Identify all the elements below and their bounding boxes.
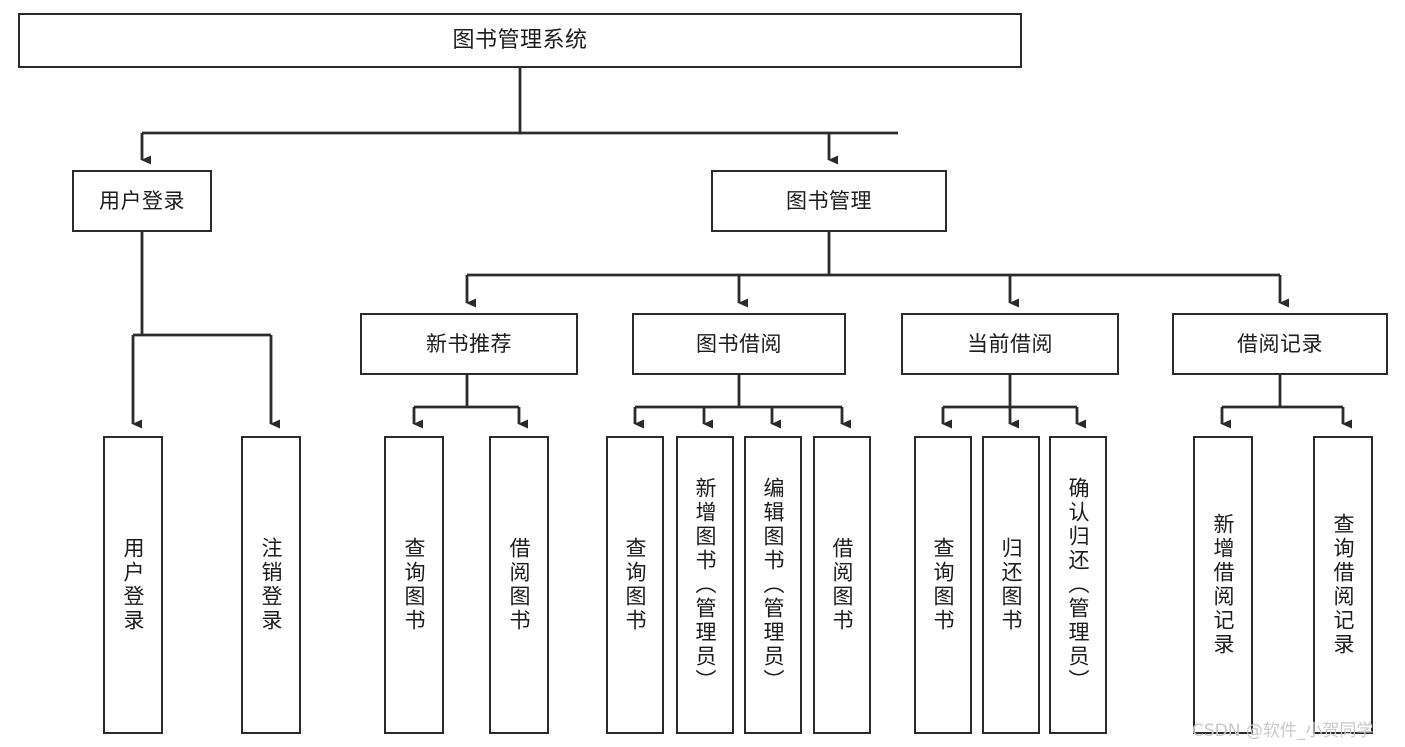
node-label: 查询图书 (931, 537, 956, 633)
node-label: 新增借阅记录 (1211, 513, 1236, 657)
node-book-borrow[interactable]: 图书借阅 (632, 313, 846, 375)
node-leaf-borrow-book-recommend[interactable]: 借阅图书 (489, 436, 549, 734)
node-leaf-add-borrow-record[interactable]: 新增借阅记录 (1193, 436, 1253, 734)
node-leaf-query-book-borrow[interactable]: 查询图书 (606, 436, 664, 734)
node-label: 编辑图书（管理员） (761, 477, 786, 693)
node-label: 新书推荐 (426, 331, 512, 356)
node-leaf-query-book-recommend[interactable]: 查询图书 (384, 436, 444, 734)
node-book-management[interactable]: 图书管理 (711, 170, 947, 232)
node-label: 用户登录 (99, 188, 185, 213)
node-leaf-edit-book[interactable]: 编辑图书（管理员） (744, 436, 802, 734)
node-new-book-recommend[interactable]: 新书推荐 (360, 313, 578, 375)
node-leaf-user-logout[interactable]: 注销登录 (241, 436, 301, 734)
node-label: 借阅记录 (1237, 331, 1323, 356)
node-label: 确认归还（管理员） (1066, 477, 1091, 693)
node-label: 借阅图书 (507, 537, 532, 633)
node-label: 新增图书（管理员） (693, 477, 718, 693)
csdn-watermark: CSDN @软件_小贺同学 (1192, 721, 1374, 741)
node-label: 借阅图书 (830, 537, 855, 633)
node-label: 注销登录 (259, 537, 284, 633)
node-label: 查询图书 (402, 537, 427, 633)
node-leaf-confirm-return[interactable]: 确认归还（管理员） (1049, 436, 1107, 734)
node-label: 图书管理系统 (452, 27, 588, 53)
node-label: 归还图书 (999, 537, 1024, 633)
node-leaf-add-book[interactable]: 新增图书（管理员） (676, 436, 734, 734)
node-label: 查询借阅记录 (1331, 513, 1356, 657)
node-label: 图书管理 (786, 188, 872, 213)
node-current-borrow[interactable]: 当前借阅 (901, 313, 1119, 375)
node-label: 当前借阅 (967, 331, 1053, 356)
node-leaf-return-book[interactable]: 归还图书 (982, 436, 1040, 734)
node-leaf-query-book-current[interactable]: 查询图书 (914, 436, 972, 734)
node-book-management-system[interactable]: 图书管理系统 (18, 13, 1022, 68)
node-user-login[interactable]: 用户登录 (72, 170, 212, 232)
node-leaf-query-borrow-record[interactable]: 查询借阅记录 (1313, 436, 1373, 734)
node-borrow-record[interactable]: 借阅记录 (1172, 313, 1388, 375)
node-leaf-borrow-book[interactable]: 借阅图书 (813, 436, 871, 734)
node-label: 用户登录 (121, 537, 146, 633)
node-label: 查询图书 (623, 537, 648, 633)
node-leaf-user-login[interactable]: 用户登录 (103, 436, 163, 734)
node-label: 图书借阅 (696, 331, 782, 356)
